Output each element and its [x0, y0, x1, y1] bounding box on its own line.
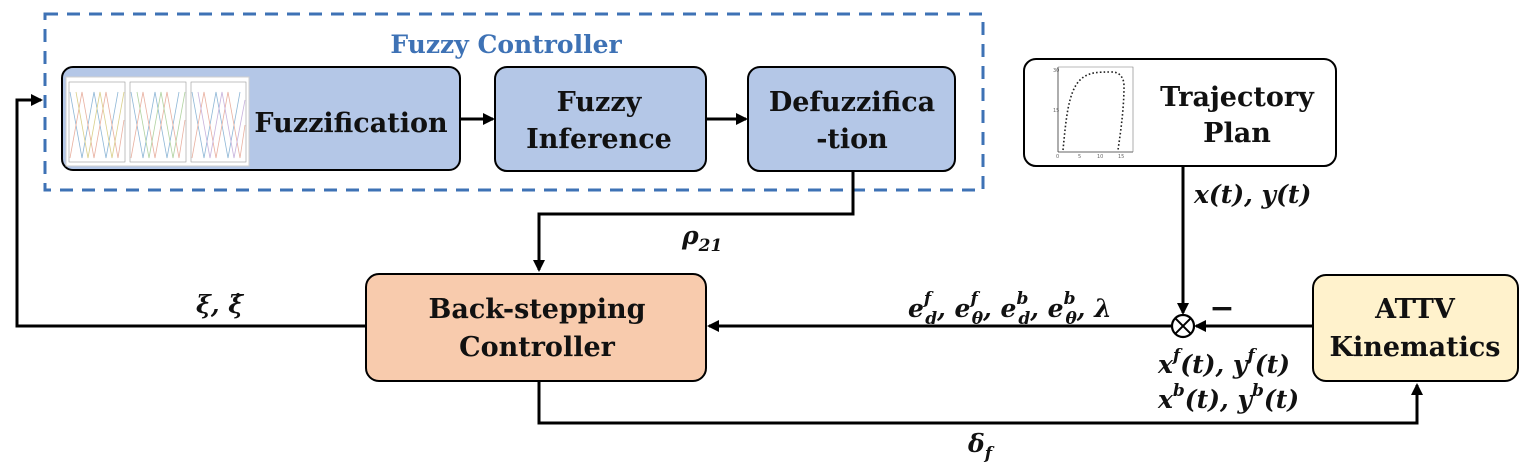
svg-text:30: 30 — [1053, 68, 1059, 74]
attv-label-line2: Kinematics — [1330, 332, 1501, 363]
svg-text:15: 15 — [1053, 108, 1059, 114]
fuzzy-inference-block: Fuzzy Inference — [494, 66, 707, 172]
svg-text:0: 0 — [1056, 154, 1059, 160]
backstepping-controller-block: Back-stepping Controller — [365, 273, 707, 382]
svg-text:10: 10 — [1097, 154, 1103, 160]
back-position-label: xb(t), yb(t) — [1157, 381, 1299, 414]
fuzzy-inference-label-line2: Inference — [526, 124, 672, 155]
fuzzy-controller-group — [43, 12, 985, 192]
trajectory-plan-label-line1: Trajectory — [1160, 82, 1315, 113]
svg-text:5: 5 — [1078, 154, 1081, 160]
defuzzification-label-line1: Defuzzifica — [769, 87, 935, 118]
fuzzy-inference-label-line1: Fuzzy — [557, 87, 643, 118]
membership-function-plot-icon — [65, 76, 250, 167]
trajectory-plan-label-line2: Plan — [1203, 118, 1271, 149]
defuzzification-to-backstepping-arrow — [533, 171, 855, 272]
front-position-label: xf(t), yf(t) — [1157, 346, 1290, 379]
backstepping-feedback-arrow — [15, 94, 366, 328]
delta-signal-label: δf — [967, 429, 995, 464]
fuzzy-controller-title: Fuzzy Controller — [390, 30, 622, 59]
backstepping-label-line1: Back-stepping — [429, 294, 646, 325]
negative-sign-label: − — [1209, 291, 1234, 326]
attv-label-line1: ATTV — [1374, 294, 1456, 325]
summing-junction-icon — [1170, 313, 1196, 339]
fuzzification-label: Fuzzification — [254, 108, 448, 139]
fuzzification-block: Fuzzification — [61, 66, 461, 171]
trajectory-plan-block: 30 15 0 5 10 15 Trajectory Plan — [1023, 58, 1337, 167]
xi-signal-label: ξ, ξ̇ — [196, 290, 244, 319]
defuzzification-block: Defuzzifica -tion — [747, 66, 956, 172]
backstepping-to-attv-arrow — [537, 381, 1423, 425]
trajectory-output-label: x(t), y(t) — [1193, 180, 1311, 209]
defuzzification-label-line2: -tion — [816, 124, 888, 155]
attv-kinematics-block: ATTV Kinematics — [1312, 274, 1519, 382]
svg-text:15: 15 — [1118, 154, 1124, 160]
backstepping-label-line2: Controller — [459, 332, 616, 363]
rho-signal-label: ρ21 — [681, 221, 722, 256]
trajectory-plot-icon: 30 15 0 5 10 15 — [1050, 63, 1137, 161]
